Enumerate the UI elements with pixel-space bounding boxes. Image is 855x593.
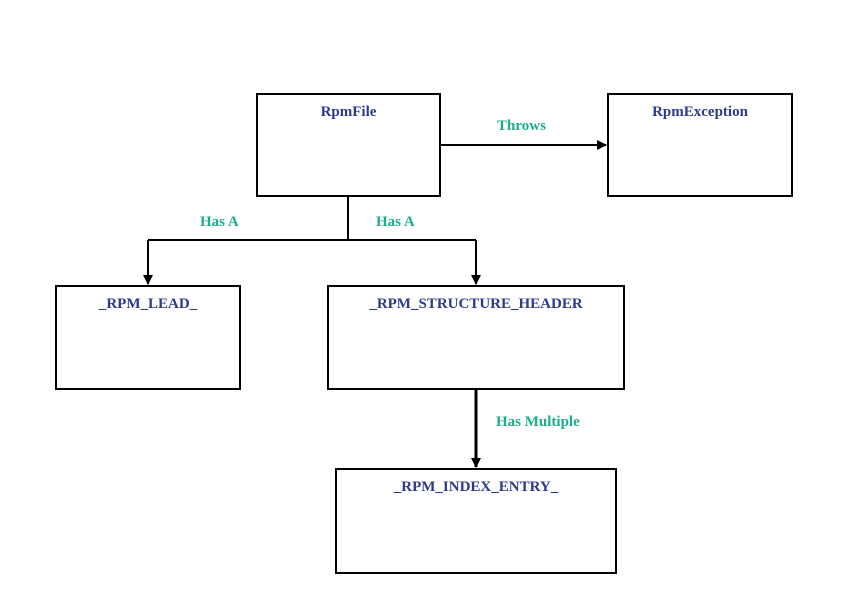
node-rpm-index-entry-label: _RPM_INDEX_ENTRY_: [393, 479, 559, 495]
node-rpm-structure-header: _RPM_STRUCTURE_HEADER: [327, 285, 625, 390]
node-rpm-structure-header-label: _RPM_STRUCTURE_HEADER: [369, 296, 583, 312]
node-rpm-index-entry: _RPM_INDEX_ENTRY_: [335, 468, 617, 574]
node-rpmfile-label: RpmFile: [320, 104, 377, 120]
node-rpm-lead: _RPM_LEAD_: [55, 285, 241, 390]
node-rpmexception: RpmException: [607, 93, 793, 197]
edge-label-has-a-header: Has A: [376, 214, 415, 230]
edge-label-has-a-lead: Has A: [200, 214, 239, 230]
edge-label-has-multiple: Has Multiple: [496, 414, 580, 430]
node-rpmfile: RpmFile: [256, 93, 441, 197]
node-rpm-lead-label: _RPM_LEAD_: [98, 296, 198, 312]
edge-label-throws: Throws: [497, 118, 546, 134]
node-rpmexception-label: RpmException: [652, 104, 748, 120]
